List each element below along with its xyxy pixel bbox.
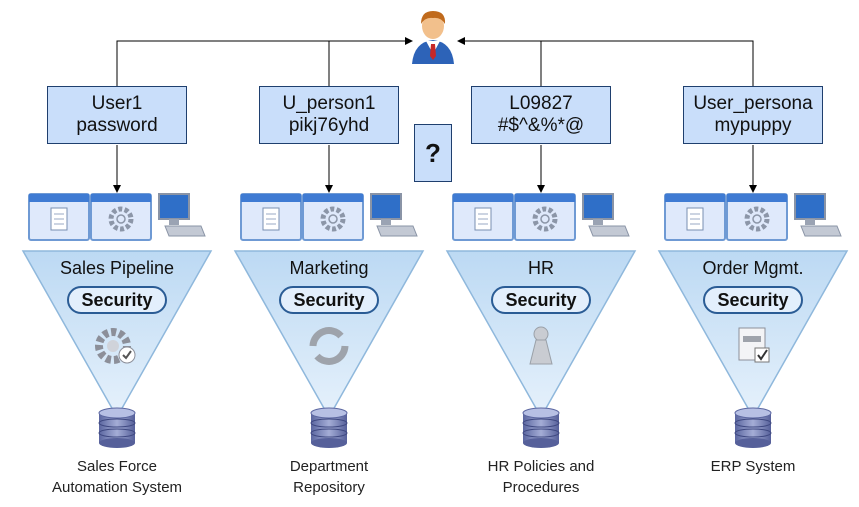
system-label-line: Sales Force <box>76 458 158 475</box>
system-label-line: Procedures <box>502 479 580 496</box>
gear-check-icon <box>95 328 136 364</box>
application-name: Order Mgmt. <box>702 258 804 278</box>
computer-icon <box>158 193 206 237</box>
password-text: pikj76yhd <box>288 115 370 136</box>
settings-window-icon <box>302 193 364 241</box>
system-label: ERP System <box>668 456 838 477</box>
connector-to-user <box>458 40 542 86</box>
application-name: Sales Pipeline <box>59 258 175 278</box>
system-label-line: HR Policies and <box>487 458 595 475</box>
connector-to-user <box>328 40 412 86</box>
settings-window-icon <box>726 193 788 241</box>
application-name: Marketing <box>289 258 369 278</box>
password-text: mypuppy <box>714 115 792 136</box>
computer-icon <box>370 193 418 237</box>
database-icon <box>310 407 348 448</box>
connector-to-user <box>457 37 754 86</box>
system-label-line: Repository <box>293 479 365 496</box>
recycle-arrows-icon <box>309 327 349 365</box>
password-text: password <box>76 115 158 136</box>
database-icon <box>734 407 772 448</box>
computer-icon <box>582 193 630 237</box>
system-label-line: Automation System <box>51 479 183 496</box>
document-window-icon <box>240 193 302 241</box>
user-icon <box>412 11 454 64</box>
system-label-line: ERP System <box>710 458 796 475</box>
username-text: User_persona <box>693 93 813 114</box>
document-window-icon <box>452 193 514 241</box>
username-text: User1 <box>91 93 143 114</box>
database-icon <box>98 407 136 448</box>
security-badge: Security <box>67 286 167 314</box>
database-icon <box>522 407 560 448</box>
credential-box: L09827#$^&%*@ <box>471 86 611 144</box>
password-text: #$^&%*@ <box>497 115 585 136</box>
security-badge: Security <box>279 286 379 314</box>
document-window-icon <box>664 193 726 241</box>
settings-window-icon <box>514 193 576 241</box>
pawn-icon <box>529 326 553 365</box>
security-badge: Security <box>703 286 803 314</box>
application-name: HR <box>528 258 554 278</box>
security-badge: Security <box>491 286 591 314</box>
unknown-credential-box: ? <box>414 124 452 182</box>
document-window-icon <box>28 193 90 241</box>
username-text: L09827 <box>509 93 573 114</box>
connector-to-user <box>116 37 413 86</box>
computer-icon <box>794 193 842 237</box>
username-text: U_person1 <box>282 93 376 114</box>
settings-window-icon <box>90 193 152 241</box>
system-label-line: Department <box>289 458 369 475</box>
document-check-icon <box>738 327 770 363</box>
